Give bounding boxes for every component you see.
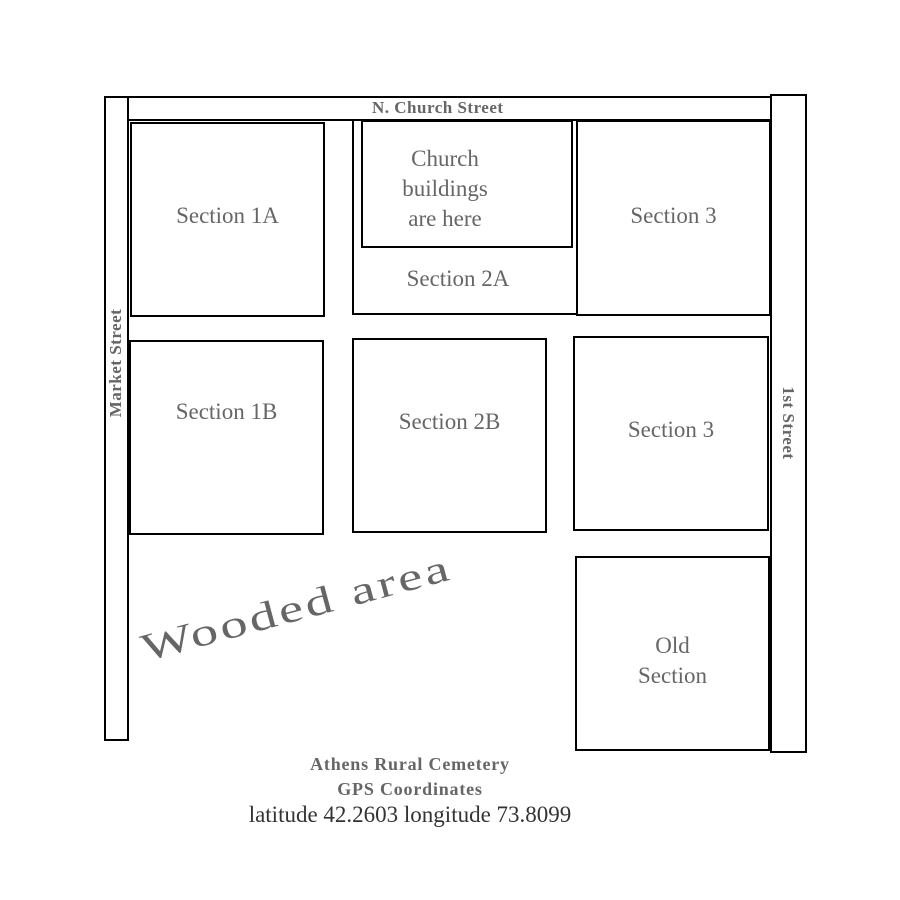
section-3-top-label: Section 3 xyxy=(630,203,717,228)
section-2a xyxy=(352,120,577,315)
section-2a-label: Section 2A xyxy=(406,266,510,291)
section-1b xyxy=(129,340,324,535)
wooded-area-label: Wooded area xyxy=(136,546,457,671)
map-title: Athens Rural Cemetery xyxy=(310,754,510,774)
section-2b xyxy=(352,338,547,533)
n-church-street-label: N. Church Street xyxy=(372,98,504,117)
first-street-label: 1st Street xyxy=(779,386,798,460)
section-3-middle-label: Section 3 xyxy=(627,417,715,442)
first-street xyxy=(770,94,807,753)
section-3-middle xyxy=(573,336,769,531)
church-buildings xyxy=(361,120,573,248)
section-1b-label: Section 1B xyxy=(175,399,278,424)
section-2b-label: Section 2B xyxy=(398,409,501,434)
old-section xyxy=(575,556,770,751)
section-3-top xyxy=(576,120,771,316)
section-1a xyxy=(130,122,325,317)
market-street xyxy=(104,96,129,741)
gps-heading: GPS Coordinates xyxy=(337,779,483,799)
market-street-label: Market Street xyxy=(106,308,125,418)
section-1a-label: Section 1A xyxy=(176,203,279,228)
old-section-label: Old Section xyxy=(638,633,707,688)
church-buildings-label: Church buildings are here xyxy=(402,146,488,231)
gps-coordinates: latitude 42.2603 longitude 73.8099 xyxy=(248,802,572,827)
